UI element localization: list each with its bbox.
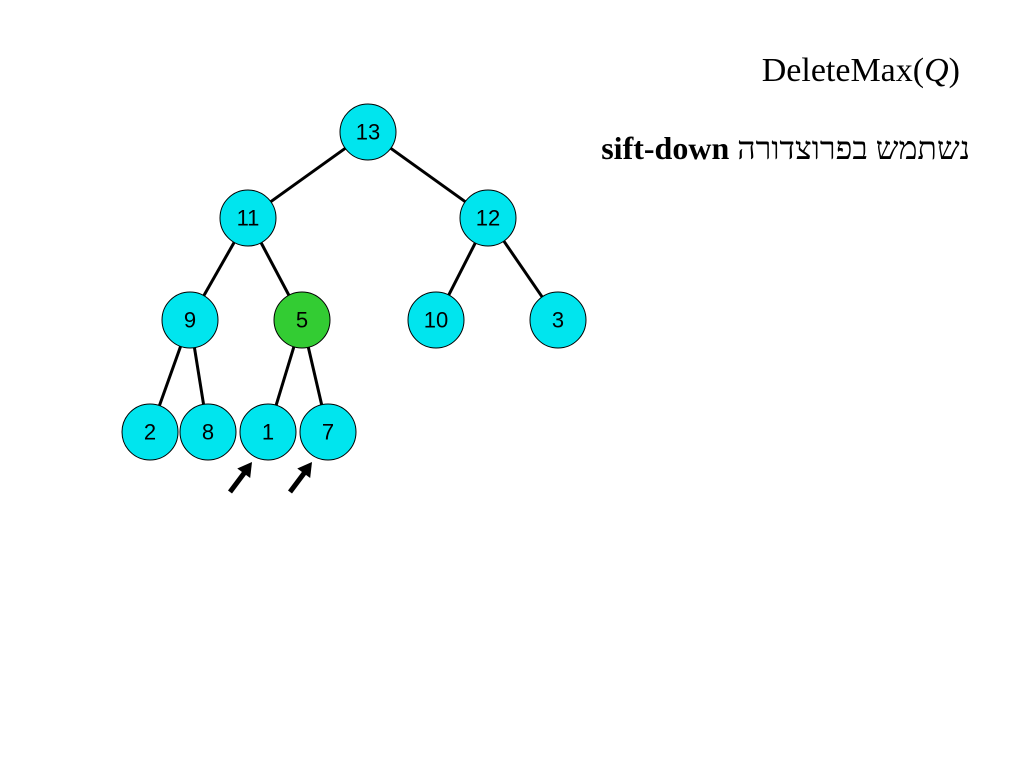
edge-n12-n10 (447, 242, 477, 296)
tree-node-3: 3 (529, 291, 587, 349)
edge-n13-n12 (389, 147, 467, 203)
edge-n13-n11 (269, 147, 347, 203)
node-label: 1 (262, 420, 274, 445)
node-circle (273, 291, 331, 349)
node-label: 12 (476, 206, 500, 231)
node-label: 11 (237, 206, 260, 231)
tree-node-1: 1 (239, 403, 297, 461)
edge-n12-n3 (502, 240, 544, 298)
title-text: DeleteMax( (761, 52, 925, 89)
tree-node-7: 7 (299, 403, 357, 461)
edge-n11-n5 (259, 242, 291, 296)
title-var: Q (924, 52, 949, 89)
node-circle (161, 291, 219, 349)
node-circle (529, 291, 587, 349)
edge-n5-n1 (274, 346, 296, 406)
node-label: 7 (322, 420, 334, 445)
node-label: 2 (144, 420, 156, 445)
node-label: 10 (424, 308, 448, 333)
tree-node-2: 2 (121, 403, 179, 461)
node-label: 3 (552, 308, 564, 333)
tree-node-5: 5 (273, 291, 331, 349)
node-circle (219, 189, 277, 247)
pointer-arrow-n7 (288, 462, 312, 494)
tree-node-13: 13 (339, 103, 397, 161)
title-close: ) (948, 52, 960, 89)
edge-n5-n7 (306, 346, 324, 406)
node-circle (299, 403, 357, 461)
tree-node-11: 11 (219, 189, 277, 247)
edge-n11-n9 (202, 241, 236, 297)
tree-edges (158, 147, 544, 407)
node-label: 5 (296, 308, 308, 333)
pointer-arrow-n1 (228, 462, 252, 494)
edge-n9-n2 (158, 345, 182, 407)
subtitle-keyword: sift-down (601, 130, 730, 166)
tree-node-10: 10 (407, 291, 465, 349)
tree-nodes: 13 11 12 9 5 10 3 2 8 1 7 (121, 103, 587, 461)
node-label: 13 (356, 120, 380, 145)
subtitle: נשתמש בפרוצדורה sift-down (440, 130, 970, 167)
pointer-arrows (228, 462, 312, 494)
slide-title: DeleteMax(Q) (700, 52, 960, 90)
node-label: 9 (184, 308, 196, 333)
tree-node-8: 8 (179, 403, 237, 461)
node-circle (121, 403, 179, 461)
node-circle (459, 189, 517, 247)
node-label: 8 (202, 420, 214, 445)
node-circle (179, 403, 237, 461)
edge-n9-n8 (192, 347, 206, 405)
node-circle (407, 291, 465, 349)
node-circle (239, 403, 297, 461)
tree-node-9: 9 (161, 291, 219, 349)
tree-node-12: 12 (459, 189, 517, 247)
node-circle (339, 103, 397, 161)
subtitle-hebrew: נשתמש בפרוצדורה (737, 130, 970, 166)
